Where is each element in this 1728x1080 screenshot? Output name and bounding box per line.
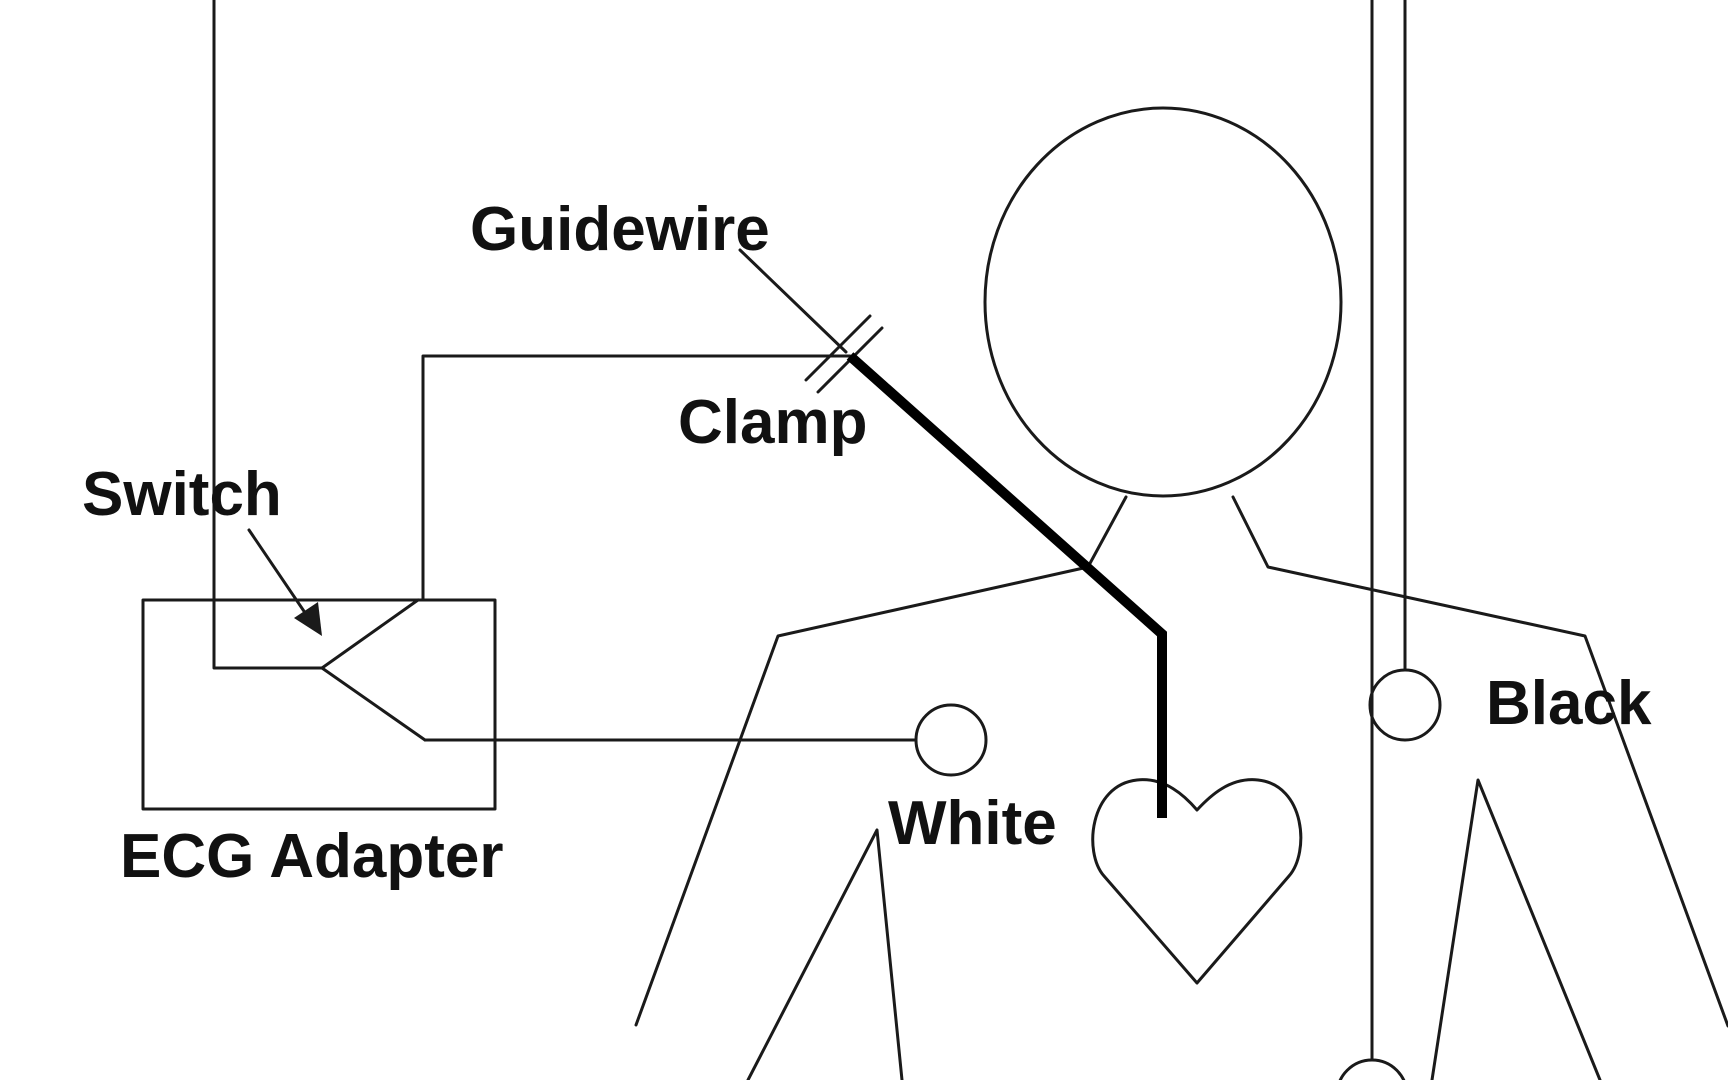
right-neck-shoulder-arm <box>1231 495 1728 1028</box>
ecg-adapter-label: ECG Adapter <box>120 822 504 891</box>
guidewire <box>846 352 1167 818</box>
black-electrode-label: Black <box>1486 669 1652 738</box>
switch-arrow-head <box>294 602 322 636</box>
black-electrode <box>1368 668 1442 742</box>
adapter-input-wire <box>212 0 324 670</box>
switch-contact-upper <box>320 598 420 670</box>
lower-electrode <box>1338 1058 1406 1080</box>
head-outline <box>983 106 1343 498</box>
switch-arrow-shaft <box>247 528 316 628</box>
left-leg-outline <box>746 828 904 1080</box>
clamp-label: Clamp <box>678 388 867 457</box>
guidewire-label: Guidewire <box>470 195 770 264</box>
heart-outline <box>1091 778 1303 985</box>
white-electrode-label: White <box>888 789 1057 858</box>
switch-contact-lower <box>320 666 427 742</box>
right-leg-outline <box>1430 778 1602 1080</box>
ecg-adapter-box <box>141 598 497 811</box>
clamp-mark-1 <box>804 314 872 382</box>
white-electrode <box>914 703 988 777</box>
guidewire-leader-line <box>738 248 848 354</box>
switch-label: Switch <box>82 460 282 529</box>
left-neck-shoulder-arm <box>634 495 1128 1027</box>
clamp-wire <box>421 354 852 602</box>
